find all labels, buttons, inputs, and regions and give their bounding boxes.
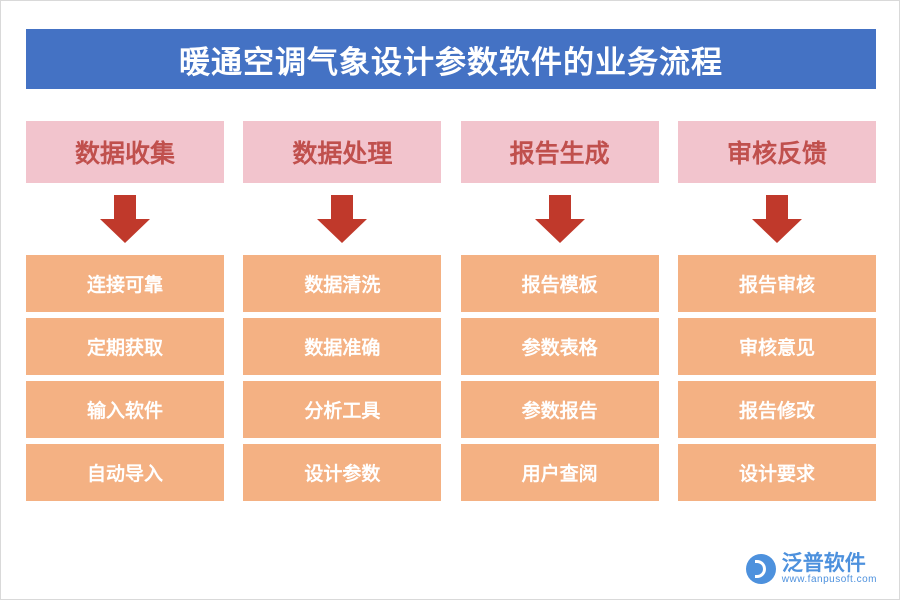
down-arrow-icon (100, 195, 150, 243)
item-label: 报告模板 (521, 274, 598, 296)
item-label: 报告修改 (738, 400, 815, 422)
item-label: 参数表格 (521, 337, 598, 359)
flow-column-1: 数据收集 连接可靠 定期获取 输入软件 自动导入 (26, 121, 224, 507)
item-label: 连接可靠 (86, 274, 163, 296)
item-box[interactable]: 设计要求 (677, 444, 876, 501)
stage-box-2[interactable]: 数据处理 (243, 121, 442, 183)
item-box[interactable]: 审核意见 (677, 318, 876, 375)
item-label: 用户查阅 (521, 463, 598, 485)
flow-columns: 数据收集 连接可靠 定期获取 输入软件 自动导入 (26, 121, 876, 507)
item-box[interactable]: 数据清洗 (243, 255, 442, 312)
item-label: 参数报告 (521, 400, 598, 422)
item-box[interactable]: 数据准确 (243, 318, 442, 375)
flow-column-3: 报告生成 报告模板 参数表格 参数报告 用户查阅 (460, 121, 659, 507)
arrow-wrap-2 (317, 183, 368, 255)
arrow-wrap-3 (534, 183, 585, 255)
item-box[interactable]: 输入软件 (26, 381, 224, 438)
item-box[interactable]: 参数报告 (460, 381, 659, 438)
stage-label: 数据收集 (74, 139, 175, 168)
watermark: 泛普软件 www.fanpusoft.com (745, 552, 877, 585)
item-label: 定期获取 (86, 337, 163, 359)
arrow-shaft (331, 195, 354, 221)
item-label: 审核意见 (738, 337, 815, 359)
flow-column-2: 数据处理 数据清洗 数据准确 分析工具 设计参数 (243, 121, 442, 507)
flow-column-4: 审核反馈 报告审核 审核意见 报告修改 设计要求 (677, 121, 876, 507)
item-box[interactable]: 报告修改 (677, 381, 876, 438)
arrow-head (751, 219, 802, 243)
fanpusoft-logo-icon (745, 553, 776, 584)
page-title: 暖通空调气象设计参数软件的业务流程 (179, 44, 723, 81)
item-box[interactable]: 自动导入 (26, 444, 224, 501)
down-arrow-icon (751, 195, 802, 243)
stage-box-4[interactable]: 审核反馈 (677, 121, 876, 183)
item-box[interactable]: 报告审核 (677, 255, 876, 312)
item-box[interactable]: 参数表格 (460, 318, 659, 375)
item-label: 自动导入 (86, 463, 163, 485)
item-label: 数据清洗 (304, 274, 381, 296)
arrow-shaft (548, 195, 571, 221)
item-label: 数据准确 (304, 337, 381, 359)
page-title-bar: 暖通空调气象设计参数软件的业务流程 (26, 29, 876, 89)
stage-label: 数据处理 (292, 139, 393, 168)
watermark-texts: 泛普软件 www.fanpusoft.com (782, 552, 877, 585)
stage-label: 报告生成 (509, 139, 610, 168)
down-arrow-icon (317, 195, 368, 243)
item-box[interactable]: 定期获取 (26, 318, 224, 375)
arrow-head (317, 219, 368, 243)
item-label: 设计要求 (738, 463, 815, 485)
item-label: 分析工具 (304, 400, 381, 422)
arrow-head (534, 219, 585, 243)
item-box[interactable]: 设计参数 (243, 444, 442, 501)
watermark-url: www.fanpusoft.com (781, 573, 877, 585)
item-label: 设计参数 (304, 463, 381, 485)
watermark-brand: 泛普软件 (781, 551, 866, 576)
item-label: 输入软件 (86, 400, 163, 422)
arrow-shaft (114, 195, 136, 221)
stage-label: 审核反馈 (726, 139, 827, 168)
item-box[interactable]: 连接可靠 (26, 255, 224, 312)
item-label: 报告审核 (738, 274, 815, 296)
arrow-wrap-1 (100, 183, 150, 255)
stage-box-1[interactable]: 数据收集 (26, 121, 224, 183)
arrow-wrap-4 (751, 183, 802, 255)
item-box[interactable]: 分析工具 (243, 381, 442, 438)
down-arrow-icon (534, 195, 585, 243)
arrow-head (100, 219, 150, 243)
arrow-shaft (765, 195, 788, 221)
stage-box-3[interactable]: 报告生成 (460, 121, 659, 183)
item-box[interactable]: 用户查阅 (460, 444, 659, 501)
item-box[interactable]: 报告模板 (460, 255, 659, 312)
